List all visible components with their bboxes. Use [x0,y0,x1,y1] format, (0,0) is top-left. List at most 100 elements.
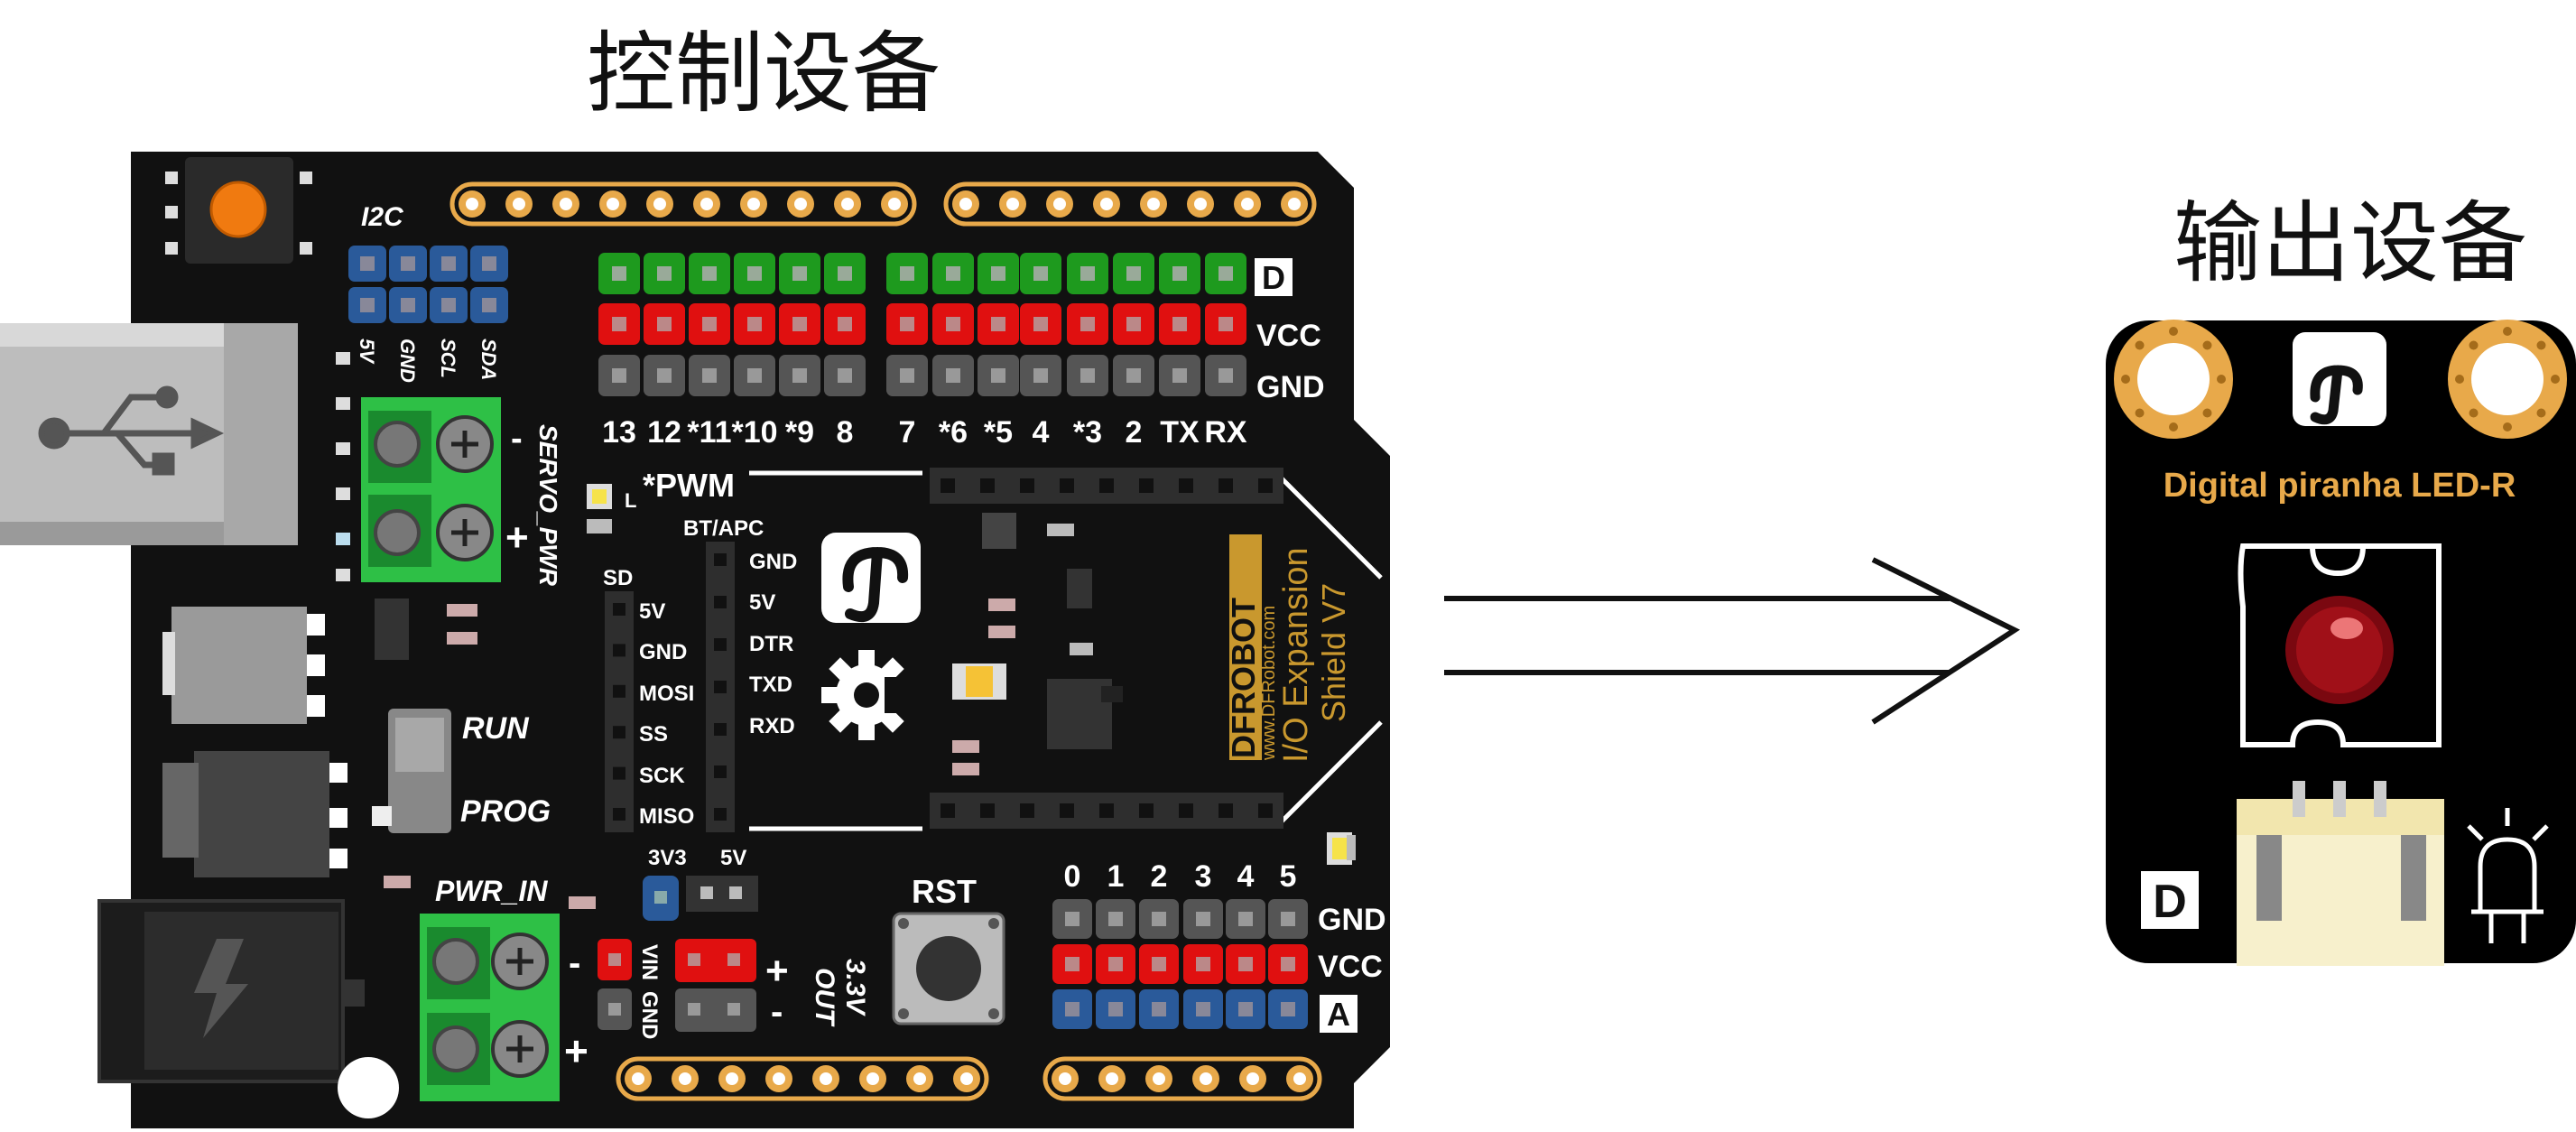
pin-pad [441,298,456,312]
header-hole [726,1072,738,1085]
pwr-in-label: PWR_IN [435,875,548,907]
pwr-plus-sign: + [564,1027,588,1074]
i2c-pin-label: SDA [477,339,500,380]
pin-pad [991,317,1005,331]
3v3-out-label: 3.3V [840,959,870,1017]
out-gnd-pins[interactable] [675,988,756,1032]
header-hole [1194,198,1207,210]
header-hole [513,198,525,210]
socket-hole [1020,478,1034,493]
column-hole [714,681,727,693]
mounting-hole [338,1057,399,1118]
pin-pad [946,266,960,281]
pin-pad [1108,1002,1123,1016]
digital-header[interactable] [598,253,1246,396]
l-led [592,489,607,504]
hole-dot [2536,408,2545,417]
rst-button[interactable] [916,936,981,1001]
hole-dot [2121,375,2130,384]
socket-hole [941,478,955,493]
pin-pad [1108,957,1123,971]
sd-pin-label: 5V [639,599,665,624]
header-hole [841,198,854,210]
pin-pad [1033,266,1048,281]
digital-pin-label: 2 [1126,415,1143,450]
analog-pin-label: 1 [1107,859,1125,894]
digital-pin-label: *10 [731,415,777,450]
column-hole [613,726,625,738]
sd-pin-label: SCK [639,764,685,788]
pin-pad [1238,912,1253,926]
socket-hole [1099,803,1114,818]
pin-pad [1033,368,1048,383]
brand-vertical: DFROBOT [1225,598,1262,758]
column-hole [714,553,727,566]
hole-dot [2217,375,2226,384]
vcc-row-label: VCC [1256,319,1321,353]
pin-pad [1080,266,1095,281]
bottom-header-right [1045,1059,1320,1099]
socket-hole [1060,478,1074,493]
digital-pin-label: 8 [837,415,854,450]
5v-label: 5V [720,846,746,870]
pin-pad [747,266,762,281]
header-hole [1241,198,1254,210]
pin-pad [1152,1002,1166,1016]
socket-hole [1258,803,1273,818]
pin-pad [838,317,852,331]
bt-label: BT/APC [683,516,764,541]
pin-pad [360,256,375,271]
header-hole [1246,1072,1259,1085]
upper-socket-header[interactable] [930,468,1283,504]
pin-pad [1152,957,1166,971]
voltage-jumper[interactable] [686,876,758,912]
pin-pad [792,317,807,331]
hole-dot [2455,375,2464,384]
digital-pin-label: 4 [1033,415,1050,450]
digital-pin-label: 12 [647,415,681,450]
reset-button[interactable] [211,182,265,237]
pin-pad [702,266,717,281]
pin-pad [1172,368,1187,383]
header-hole [1053,198,1066,210]
bt-header[interactable] [706,542,735,832]
out-vcc-pins[interactable] [675,939,756,982]
socket-hole [1219,478,1233,493]
pin-pad [1219,368,1233,383]
header-hole [888,198,901,210]
socket-hole [1179,478,1193,493]
pin-pad [1065,957,1080,971]
module-d-label: D [2153,876,2187,928]
pin-pad [747,368,762,383]
pin-pad [991,266,1005,281]
pin-pad [360,298,375,312]
pin-pad [1108,912,1123,926]
i2c-pin-label: 5V [356,339,378,365]
pin-pad [702,368,717,383]
pin-pad [792,368,807,383]
socket-hole [1060,803,1074,818]
socket-hole [941,803,955,818]
pin-pad [1196,957,1210,971]
sd-header[interactable] [605,591,634,832]
lower-socket-header[interactable] [930,793,1283,829]
out-label: OUT [810,968,839,1027]
pin-pad [1281,1002,1295,1016]
digital-pin-label: RX [1204,415,1247,450]
bt-pin-label: DTR [749,632,793,656]
run-label: RUN [462,711,530,746]
digital-pin-label: TX [1160,415,1200,450]
top-header-left [452,184,914,224]
analog-pin-label: 3 [1195,859,1212,894]
pin-pad [1281,957,1295,971]
pin-pad [1238,1002,1253,1016]
analog-pin-label: 4 [1237,859,1255,894]
out-minus-sign: - [771,992,783,1032]
rst-label: RST [912,873,977,910]
digital-pin-label: 13 [602,415,636,450]
column-hole [613,767,625,780]
analog-row-label: A [1327,996,1350,1033]
sd-pin-label: MOSI [639,682,694,706]
column-hole [714,765,727,778]
pin-pad [441,256,456,271]
